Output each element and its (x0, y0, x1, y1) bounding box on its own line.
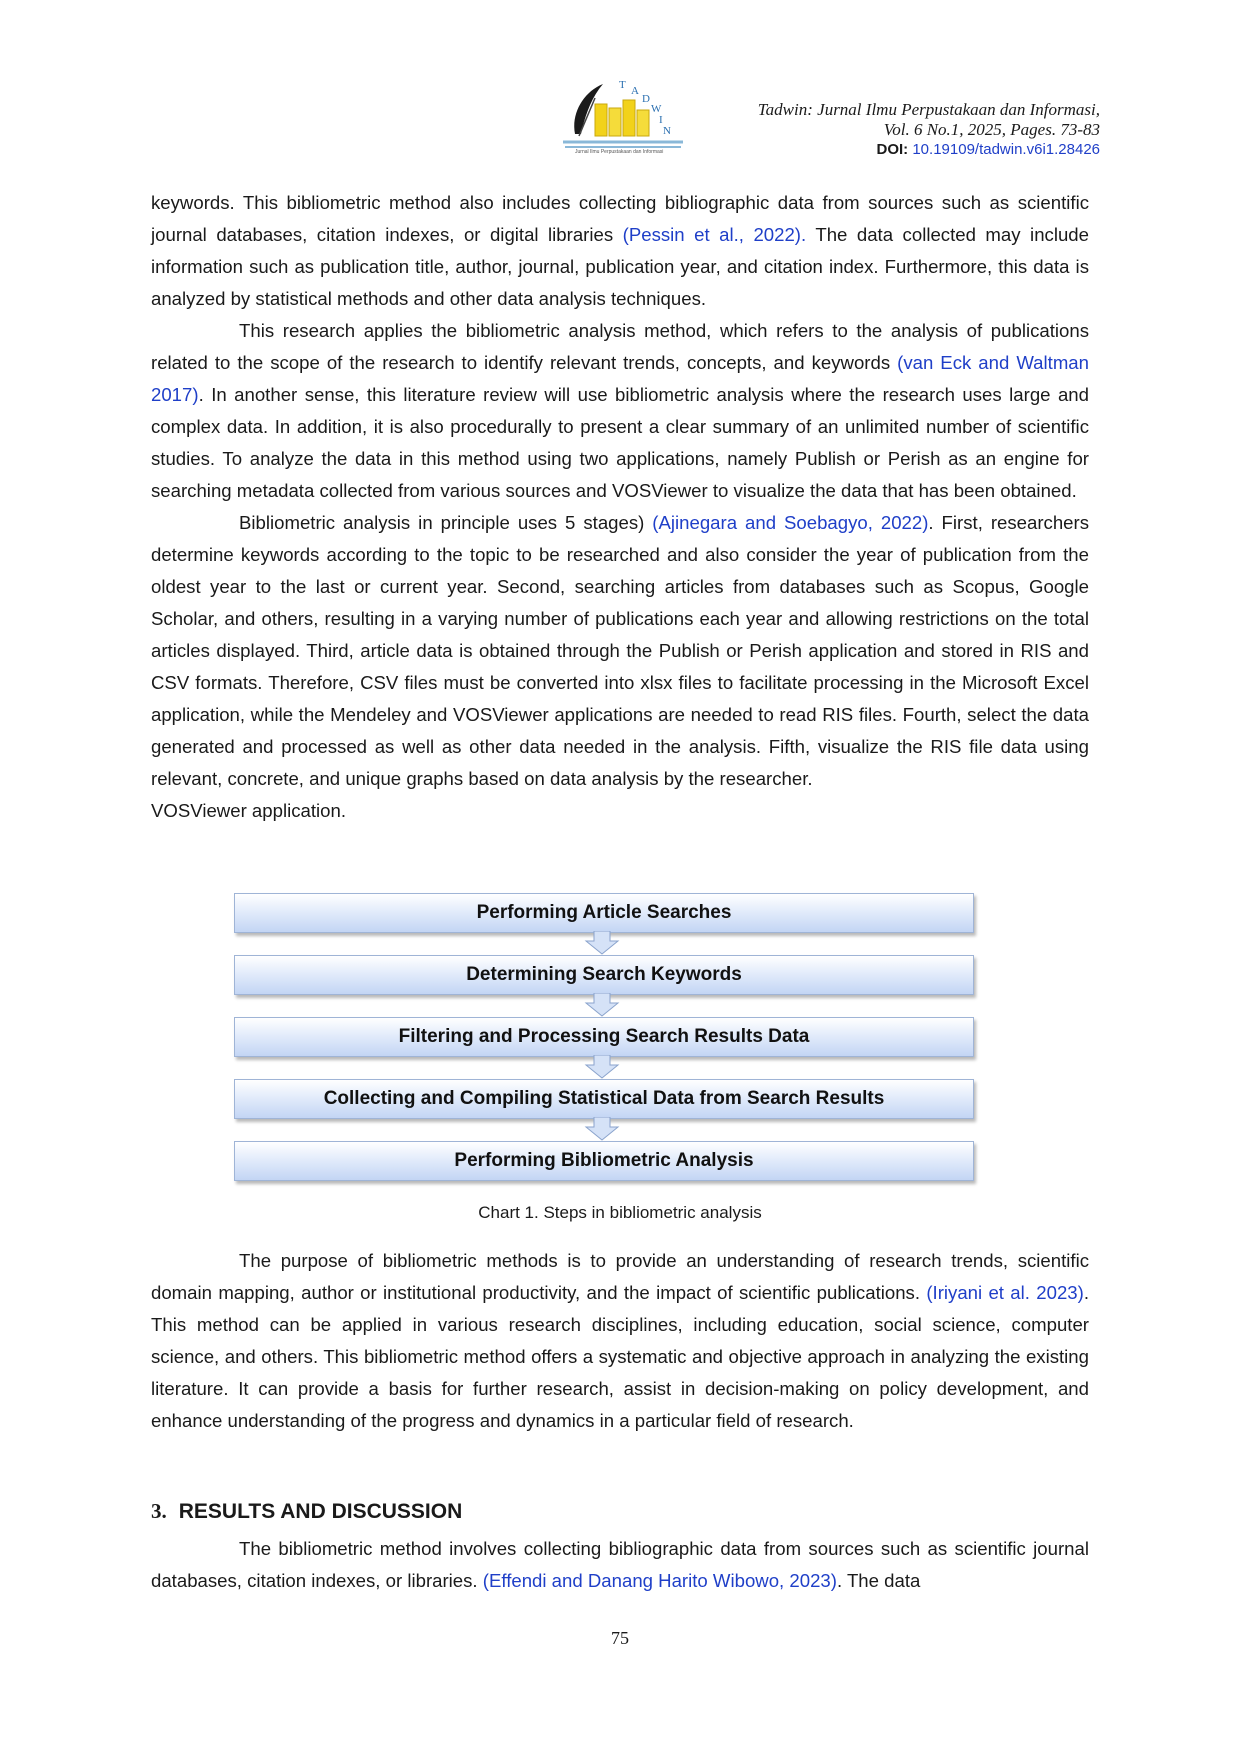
citation-link[interactable]: (Ajinegara and Soebagyo, 2022) (652, 512, 929, 533)
paragraph-text: . The data (836, 1570, 921, 1591)
page-header: T A D W I N Jurnal Ilmu Perpustakaan dan… (555, 78, 1100, 168)
svg-text:D: D (642, 93, 650, 105)
paragraph-3: Bibliometric analysis in principle uses … (151, 507, 1089, 795)
doi-link[interactable]: 10.19109/tadwin.v6i1.28426 (912, 141, 1100, 158)
paragraph-text: . First, researchers determine keywords … (151, 512, 1089, 789)
down-arrow-icon (584, 931, 620, 955)
paragraph-text: . This method can be applied in various … (151, 1282, 1089, 1431)
citation-link[interactable]: (Effendi and Danang Harito Wibowo, 2023) (482, 1570, 837, 1591)
svg-text:I: I (659, 114, 663, 126)
svg-text:Jurnal Ilmu Perpustakaan dan I: Jurnal Ilmu Perpustakaan dan Informasi (575, 149, 663, 155)
doi: DOI: 10.19109/tadwin.v6i1.28426 (877, 141, 1101, 158)
journal-title: Tadwin: Jurnal Ilmu Perpustakaan dan Inf… (757, 100, 1100, 119)
journal-volume: Vol. 6 No.1, 2025, Pages. 73-83 (883, 120, 1100, 139)
paragraph-text: The data collected may include informati… (151, 224, 1089, 309)
body-text-upper: keywords. This bibliometric method also … (151, 187, 1089, 827)
flow-step-1: Performing Article Searches (234, 893, 974, 933)
paragraph-text: Bibliometric analysis in principle uses … (239, 512, 653, 533)
paragraph-6: The bibliometric method involves collect… (151, 1533, 1089, 1597)
paragraph-2: This research applies the bibliometric a… (151, 315, 1089, 507)
page-number: 75 (611, 1628, 629, 1648)
section-heading: 3. RESULTS AND DISCUSSION (151, 1499, 462, 1524)
paragraph-text: The purpose of bibliometric methods is t… (151, 1250, 1089, 1303)
paragraph-text: . In another sense, this literature revi… (151, 384, 1089, 501)
section-number: 3. (151, 1499, 167, 1523)
bibliometric-steps-flowchart: Performing Article Searches Determining … (234, 893, 976, 1193)
svg-text:N: N (663, 125, 671, 137)
citation-link[interactable]: (Pessin et al., 2022). (622, 224, 807, 245)
body-text-lower: The purpose of bibliometric methods is t… (151, 1245, 1089, 1437)
paragraph-4: VOSViewer application. (151, 800, 346, 821)
citation-link[interactable]: (Iriyani et al. 2023) (926, 1282, 1084, 1303)
paragraph-text: The bibliometric method involves collect… (151, 1538, 1089, 1591)
flow-step-2: Determining Search Keywords (234, 955, 974, 995)
figure-caption: Chart 1. Steps in bibliometric analysis (478, 1203, 762, 1222)
flow-step-5: Performing Bibliometric Analysis (234, 1141, 974, 1181)
flow-step-4: Collecting and Compiling Statistical Dat… (234, 1079, 974, 1119)
down-arrow-icon (584, 1117, 620, 1141)
svg-text:W: W (651, 103, 662, 115)
body-text-results: The bibliometric method involves collect… (151, 1533, 1089, 1597)
paragraph-text: keywords. This bibliometric method also … (151, 192, 1089, 245)
paragraph-5: The purpose of bibliometric methods is t… (151, 1245, 1089, 1437)
down-arrow-icon (584, 993, 620, 1017)
down-arrow-icon (584, 1055, 620, 1079)
paragraph-1: keywords. This bibliometric method also … (151, 187, 1089, 315)
citation-link[interactable]: (van Eck and Waltman 2017) (151, 352, 1089, 405)
svg-text:T: T (619, 79, 626, 91)
flow-step-3: Filtering and Processing Search Results … (234, 1017, 974, 1057)
paragraph-text: This research applies the bibliometric a… (151, 320, 1089, 373)
svg-text:A: A (631, 85, 639, 97)
journal-logo-icon: T A D W I N Jurnal Ilmu Perpustakaan dan… (563, 79, 683, 155)
section-title: RESULTS AND DISCUSSION (178, 1500, 463, 1523)
doi-label: DOI: (876, 141, 909, 158)
